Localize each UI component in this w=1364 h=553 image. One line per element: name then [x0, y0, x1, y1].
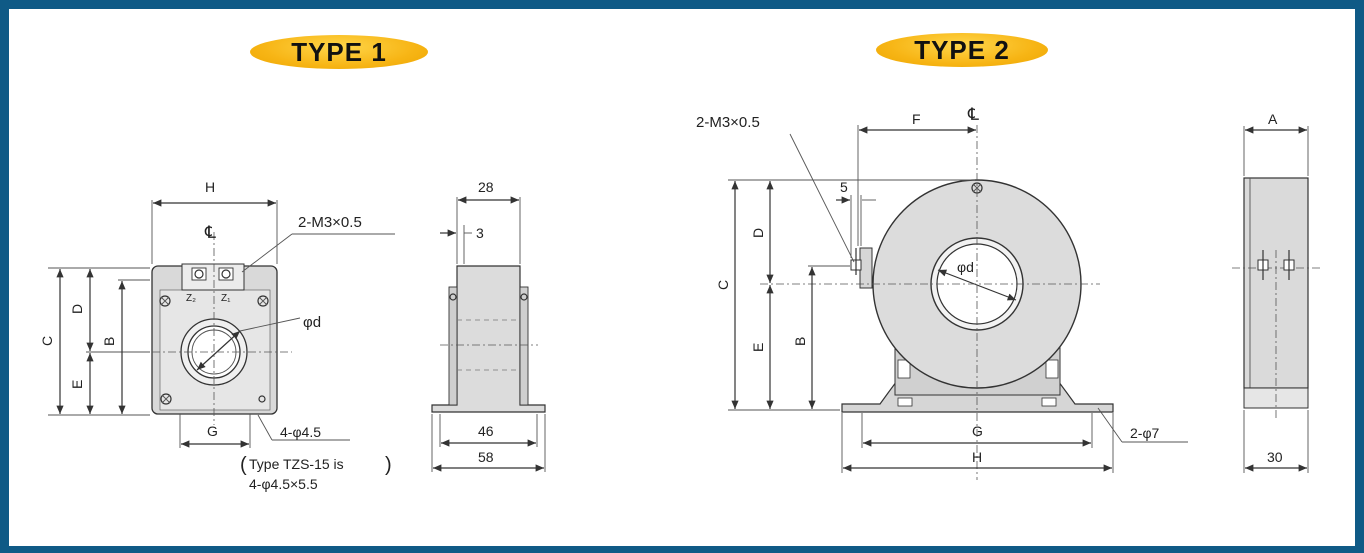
side1-dim-58: 58 — [478, 449, 494, 465]
type2-phi-d: φd — [957, 259, 974, 275]
type1-centerline: ℄ — [204, 223, 216, 242]
type1-dim-g: G — [207, 423, 218, 439]
type1-mount-holes: 4-φ4.5 — [280, 424, 321, 440]
side1-dim-28: 28 — [478, 179, 494, 195]
type2-dim-g: G — [972, 423, 983, 439]
type2-dim-c: C — [715, 280, 731, 290]
type2-holes-label: 2-φ7 — [1130, 425, 1160, 441]
type2-dim-e: E — [750, 343, 766, 352]
type1-badge: TYPE 1 — [250, 35, 428, 69]
side1-dim-46: 46 — [478, 423, 494, 439]
type2-dim-b: B — [792, 337, 808, 346]
type2-dim-h: H — [972, 449, 982, 465]
side1-dim-3: 3 — [476, 225, 484, 241]
z1-label: Z₁ — [221, 293, 231, 304]
type1-note-line1: Type TZS-15 is — [249, 456, 344, 472]
type1-dim-e: E — [69, 380, 85, 389]
note-paren-left: ( — [240, 454, 247, 476]
type2-centerline: ℄ — [967, 105, 979, 124]
type1-dim-c: C — [39, 336, 55, 346]
type2-screw-label: 2-M3×0.5 — [696, 114, 760, 131]
type1-dim-h: H — [205, 179, 215, 195]
type1-note-line2: 4-φ4.5×5.5 — [249, 476, 318, 492]
type1-dim-b: B — [101, 337, 117, 346]
type2-side-view: A 30 — [1232, 111, 1320, 473]
type2-front-view: φd ℄ F 5 2-M3×0.5 C D E B — [696, 105, 1188, 480]
side2-dim-a: A — [1268, 111, 1278, 127]
type1-side-view: 28 3 46 58 — [431, 179, 546, 472]
type1-front-view: Z₂ Z₁ φd ℄ H 2-M3×0.5 C — [39, 179, 395, 492]
type1-dim-d: D — [69, 304, 85, 314]
type2-badge: TYPE 2 — [876, 33, 1048, 67]
type2-dim-d: D — [750, 228, 766, 238]
type1-screw-label: 2-M3×0.5 — [298, 214, 362, 231]
note-paren-right: ) — [385, 454, 392, 476]
type2-dim-f: F — [912, 111, 921, 127]
type2-dim-5: 5 — [840, 179, 848, 195]
z2-label: Z₂ — [186, 293, 196, 304]
side2-dim-30: 30 — [1267, 449, 1283, 465]
type1-phi-d: φd — [303, 314, 321, 331]
